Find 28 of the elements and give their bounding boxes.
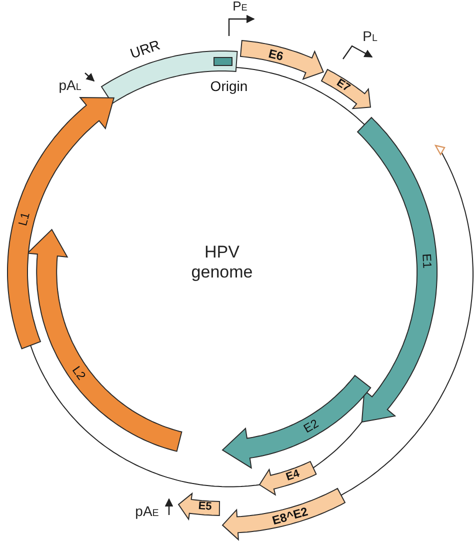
gene-label: E1 xyxy=(420,253,434,268)
gene-block xyxy=(220,486,346,541)
region-label: URR xyxy=(128,37,162,60)
promoter-label: P$_{L}$ xyxy=(362,28,378,44)
triangle-marker xyxy=(434,144,446,156)
genome-label: HPV genome xyxy=(190,242,254,282)
gene-block xyxy=(6,96,115,351)
gene-block xyxy=(320,68,372,110)
polyadenylation-label: pA$_{L}$ xyxy=(58,76,82,94)
genome-line xyxy=(312,421,362,468)
origin-label: Origin xyxy=(210,79,248,93)
gene-label: E8^E2 xyxy=(271,504,310,526)
gene-label: E6 xyxy=(267,47,285,62)
gene-block xyxy=(239,39,326,81)
polyadenylation-label: pA$_{E}$ xyxy=(134,502,160,520)
genome-line xyxy=(30,345,260,488)
gene-label: L2 xyxy=(70,364,88,382)
gene-block xyxy=(26,228,184,453)
gene-label: E4 xyxy=(284,468,302,484)
genome-line xyxy=(236,67,365,125)
gene-label: E2 xyxy=(302,416,321,435)
gene-label: L1 xyxy=(16,211,32,228)
gene-block xyxy=(258,460,318,496)
gene-block xyxy=(177,492,222,520)
gene-block xyxy=(220,374,372,470)
gene-label: E5 xyxy=(198,501,212,514)
gene-label: E7 xyxy=(334,78,352,94)
gene-block xyxy=(356,116,438,424)
